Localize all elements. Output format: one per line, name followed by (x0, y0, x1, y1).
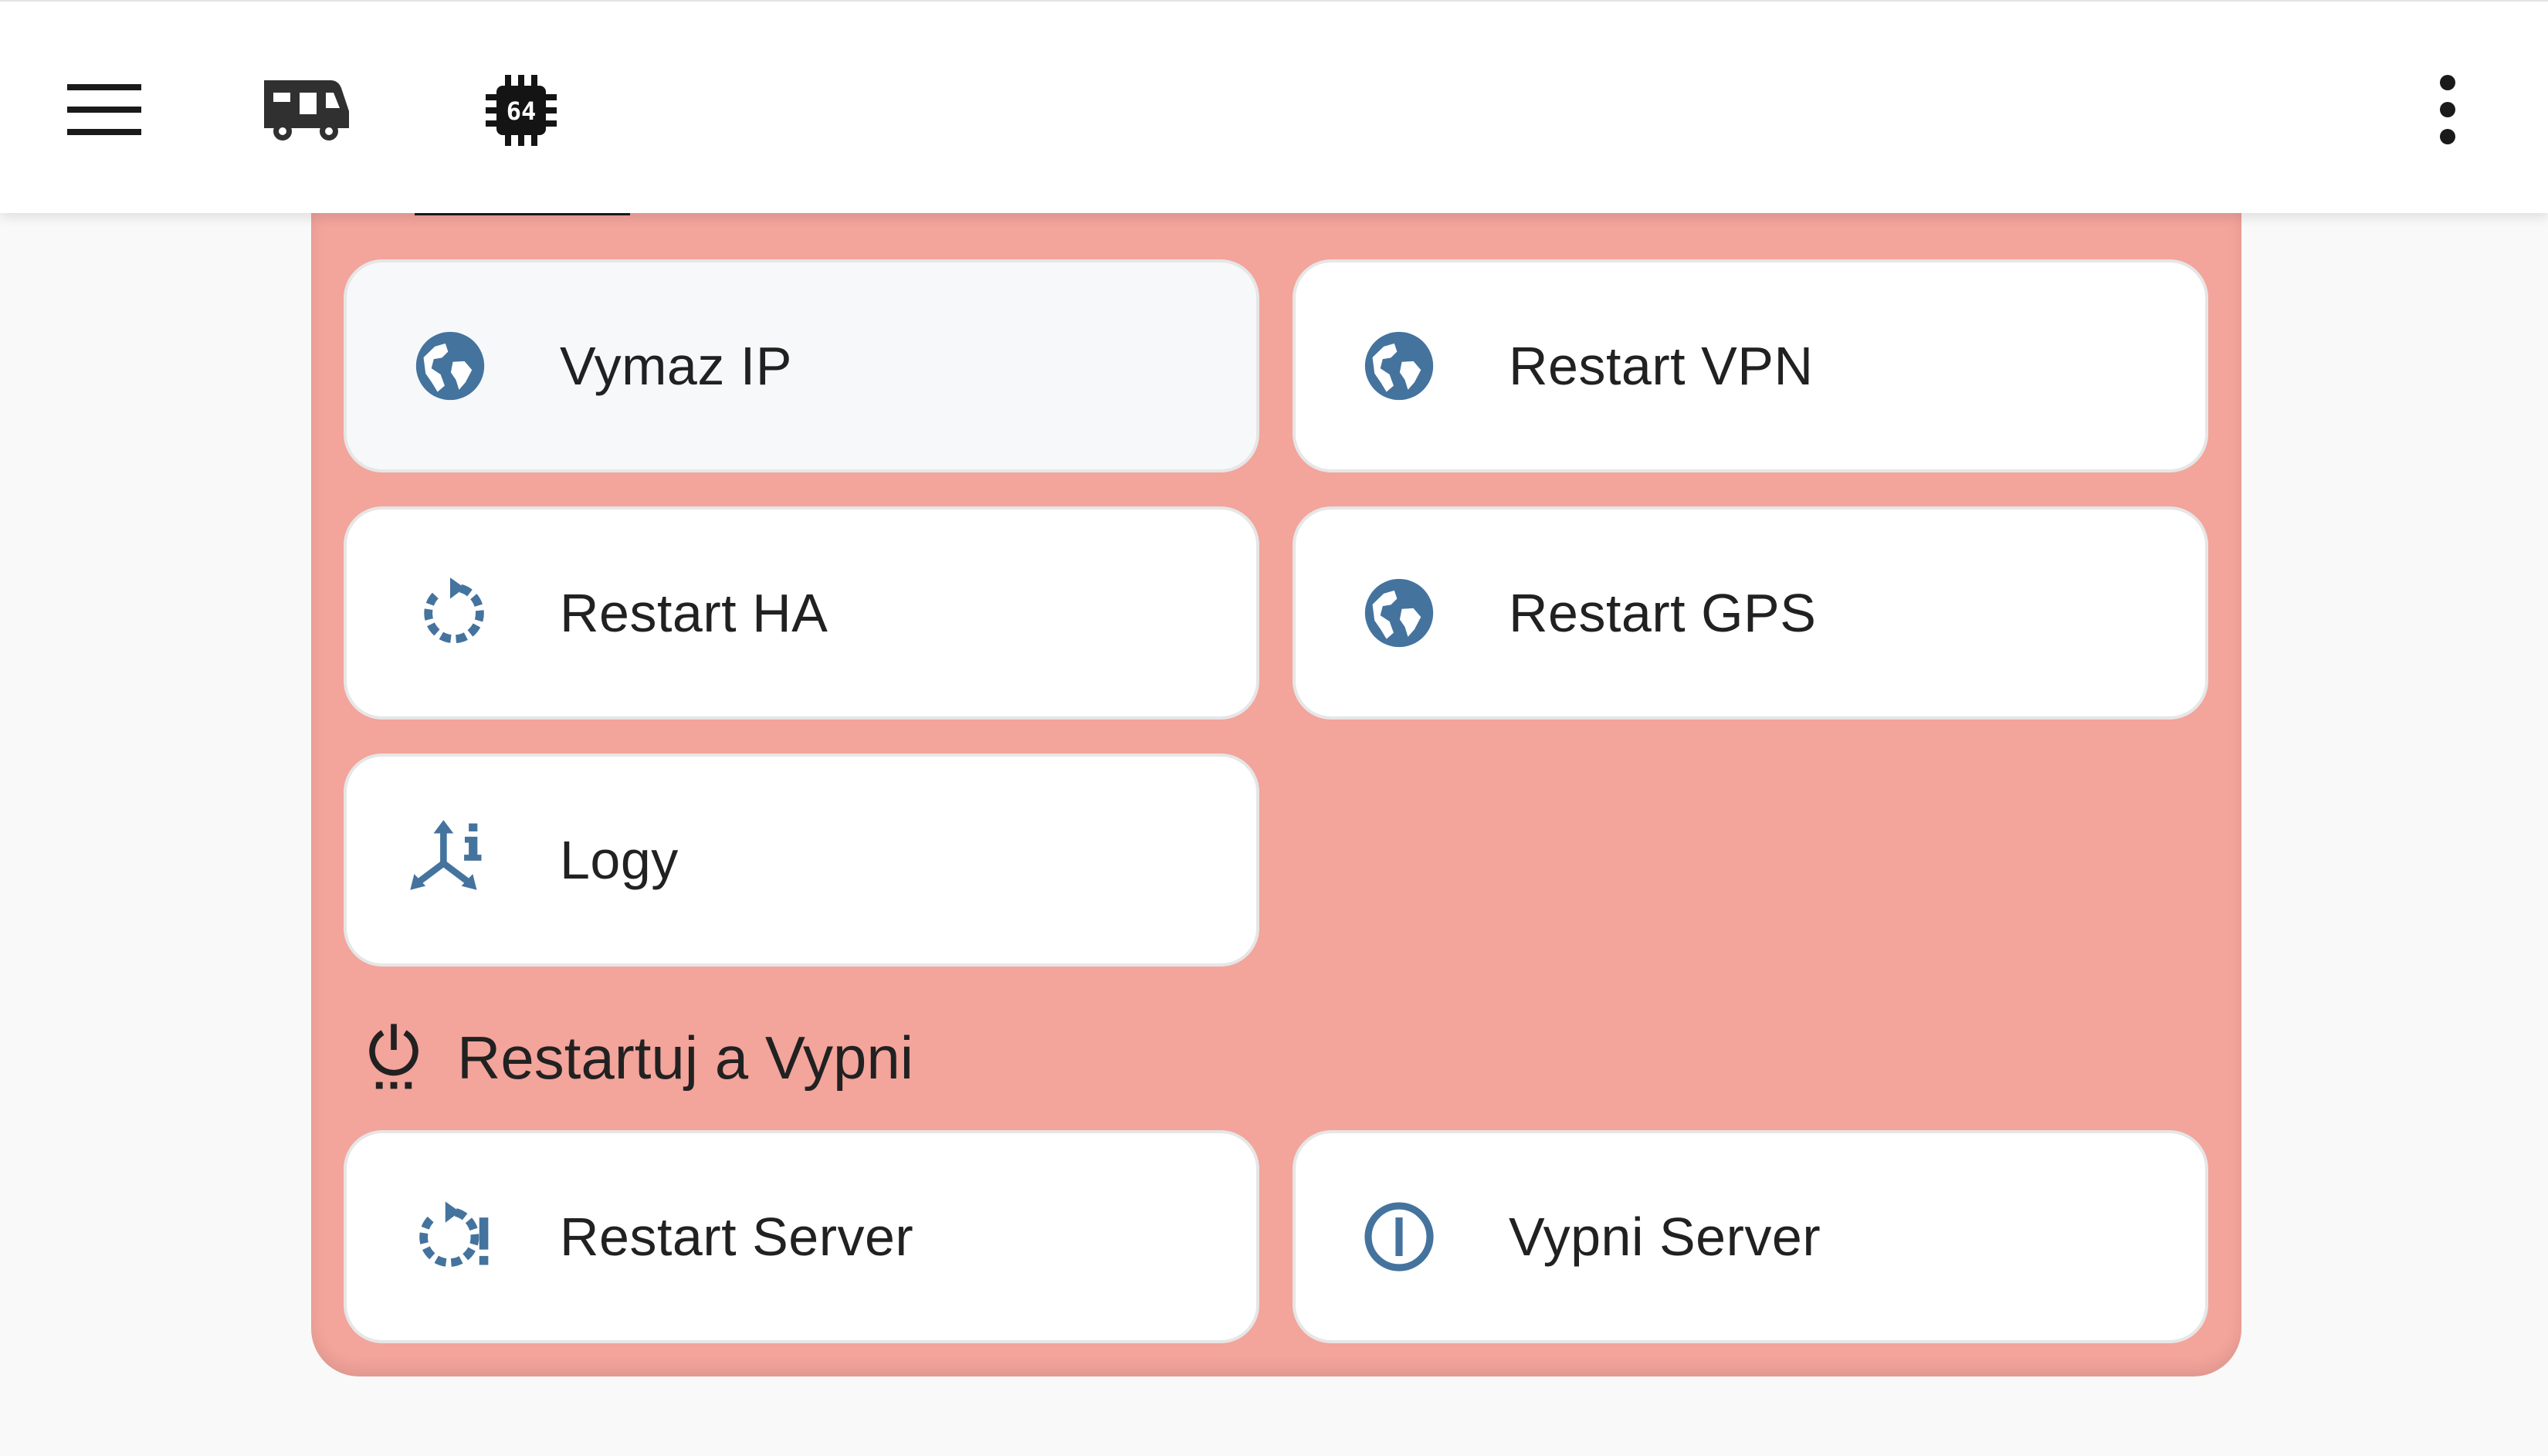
tile-label: Logy (560, 830, 679, 890)
restart-gps-button[interactable]: Restart GPS (1293, 506, 2208, 720)
tab-chip[interactable]: 64 (448, 52, 595, 168)
logy-button[interactable]: Logy (344, 753, 1259, 967)
web-globe-icon (1354, 568, 1444, 658)
section-title: Restartuj a Vypni (457, 1023, 914, 1092)
menu-icon (67, 84, 141, 135)
app-header: 64 (0, 0, 2548, 213)
restart-icon (405, 568, 495, 658)
restart-server-button[interactable]: Restart Server (344, 1130, 1259, 1343)
tile-label: Restart VPN (1509, 336, 1814, 396)
restart-vpn-button[interactable]: Restart VPN (1293, 259, 2208, 472)
power-circle-icon (1354, 1192, 1444, 1282)
axis-arrow-info-icon (405, 815, 495, 905)
vymaz-ip-button[interactable]: Vymaz IP (344, 259, 1259, 472)
rv-truck-icon (264, 80, 349, 141)
dots-vertical-icon (2440, 75, 2455, 144)
section-header: Restartuj a Vypni (363, 1011, 913, 1104)
restart-alert-icon (405, 1192, 495, 1282)
tile-label: Vymaz IP (560, 336, 792, 396)
web-globe-icon (405, 321, 495, 411)
tab-rv[interactable] (235, 52, 374, 168)
chip-64-icon: 64 (486, 75, 557, 146)
menu-button[interactable] (46, 56, 162, 164)
chip-text: 64 (507, 97, 537, 126)
tile-label: Vypni Server (1509, 1207, 1821, 1267)
power-settings-icon (363, 1019, 425, 1096)
more-options-button[interactable] (2409, 56, 2486, 164)
vypni-server-button[interactable]: Vypni Server (1293, 1130, 2208, 1343)
tile-label: Restart HA (560, 583, 828, 643)
restart-ha-button[interactable]: Restart HA (344, 506, 1259, 720)
tile-label: Restart GPS (1509, 583, 1817, 643)
tile-label: Restart Server (560, 1207, 914, 1267)
web-globe-icon (1354, 321, 1444, 411)
